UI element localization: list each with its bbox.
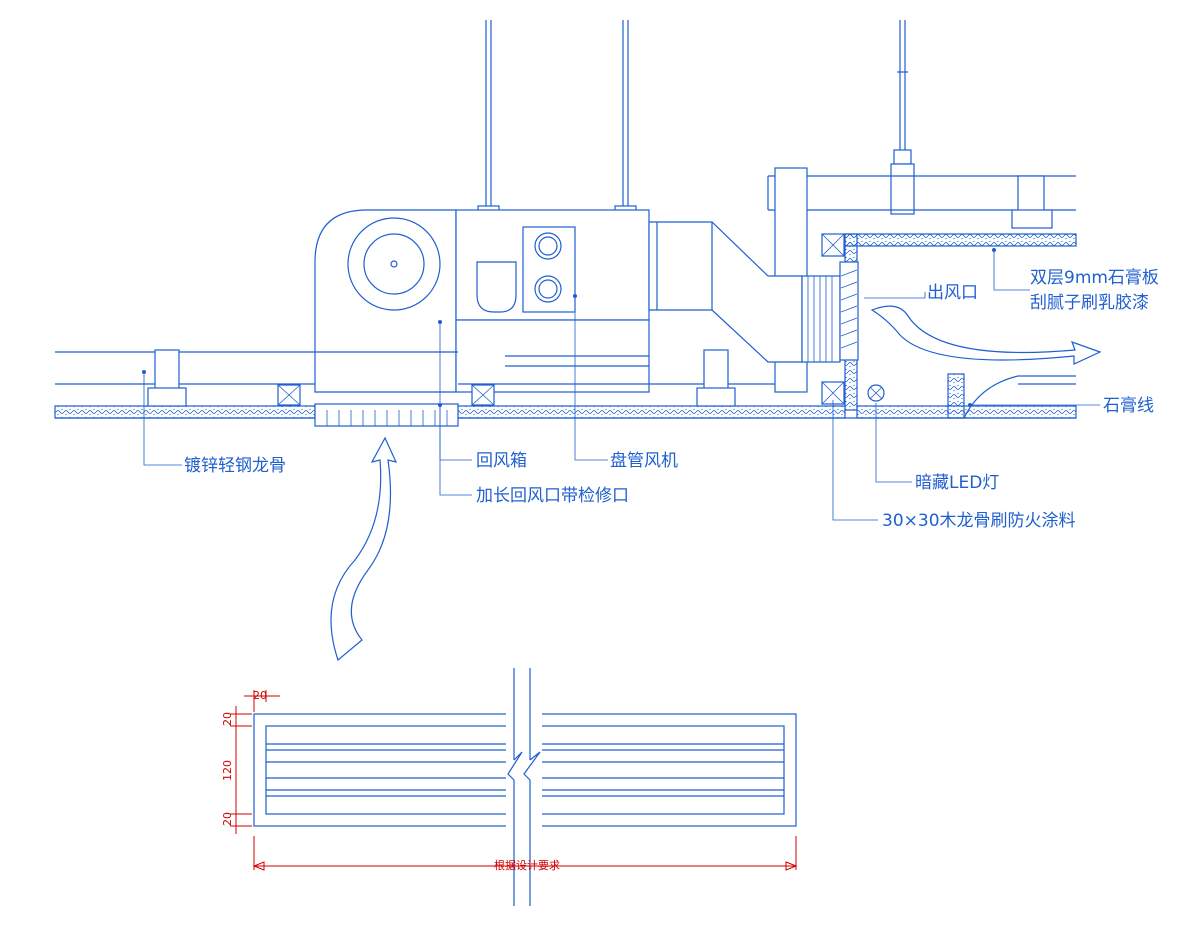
dim-left-top: 20 xyxy=(221,712,234,726)
label-cornice: 石膏线 xyxy=(1103,395,1154,416)
hanger-rods xyxy=(477,20,915,228)
dim-top: 20 xyxy=(253,689,267,702)
label-outlet: 出风口 xyxy=(927,283,978,303)
label-gypsum: 双层9mm石膏板 xyxy=(1030,267,1159,288)
return-air-arrow xyxy=(330,436,398,662)
dim-mid: 120 xyxy=(221,760,234,781)
airflow-arrow-outlet xyxy=(870,305,1102,365)
label-extended-return: 加长回风口带检修口 xyxy=(476,486,629,506)
label-return-box: 回风箱 xyxy=(476,451,527,471)
dimensions xyxy=(230,690,798,871)
dim-left-bottom: 20 xyxy=(221,812,234,826)
dim-width: 根据设计要求 xyxy=(494,858,560,872)
fan-coil-unit xyxy=(314,209,859,393)
leader-lines xyxy=(142,248,1100,521)
label-wood-keel: 30×30木龙骨刷防火涂料 xyxy=(882,511,1076,531)
label-led: 暗藏LED灯 xyxy=(915,473,999,493)
label-putty: 刮腻子刷乳胶漆 xyxy=(1030,293,1149,313)
main-ceiling xyxy=(54,349,1077,427)
label-fan-coil: 盘管风机 xyxy=(610,451,678,471)
label-keel: 镀锌轻钢龙骨 xyxy=(184,456,286,476)
grille-detail xyxy=(253,668,797,908)
